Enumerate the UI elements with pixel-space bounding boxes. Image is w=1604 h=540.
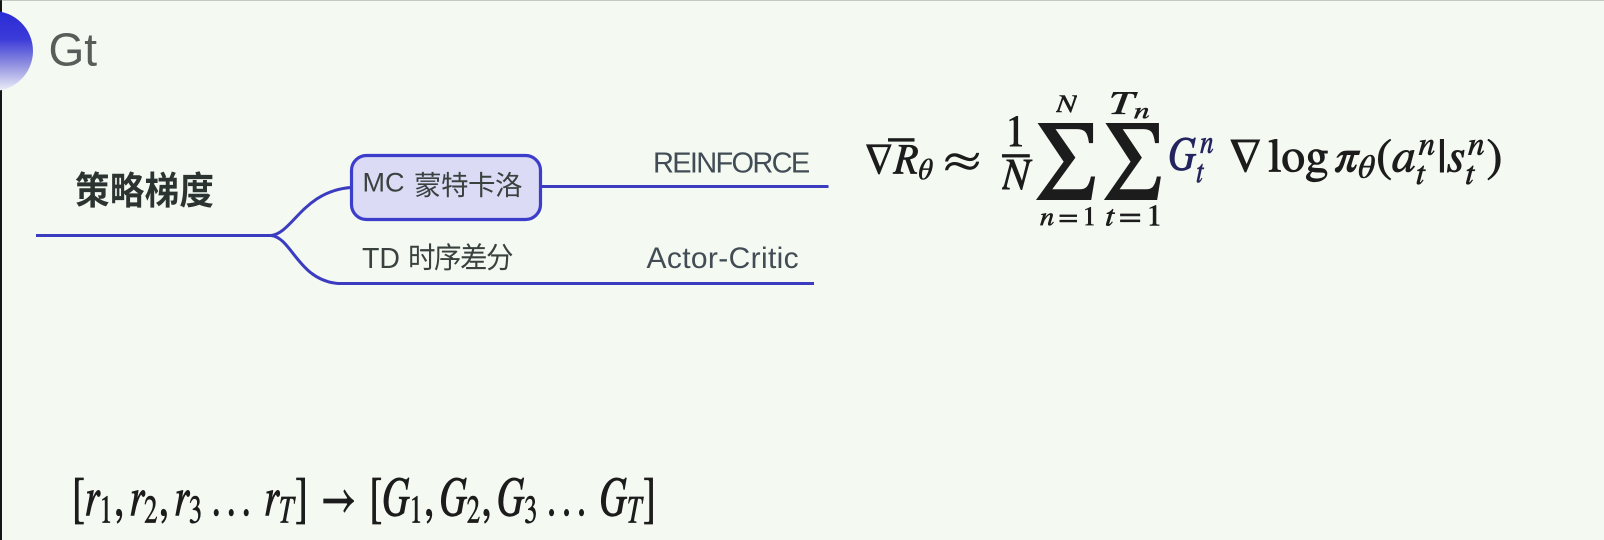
svg-text:Gt: Gt [49, 23, 98, 75]
svg-text:Actor-Critic: Actor-Critic [647, 242, 800, 275]
svg-text:REINFORCE: REINFORCE [653, 147, 810, 179]
svg-text:TD: TD [362, 243, 400, 275]
svg-text:MC: MC [363, 167, 405, 197]
